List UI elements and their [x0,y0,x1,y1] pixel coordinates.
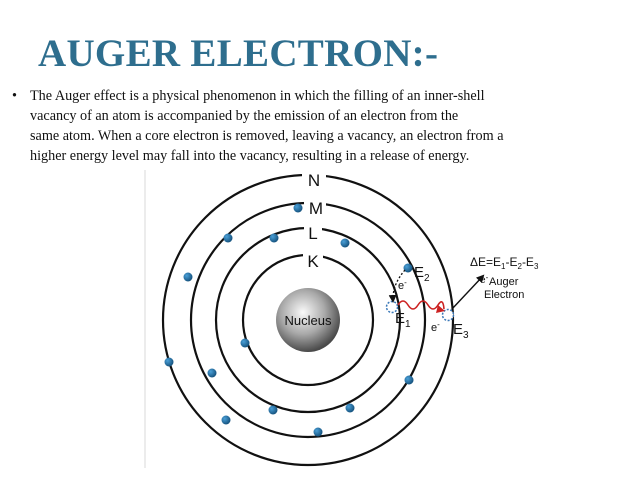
shell-label-m: M [309,199,323,218]
vacancy-e3 [441,308,455,322]
electron [313,427,323,437]
energy-formula: ΔE=E1-E2-E3 [470,255,539,271]
electron [340,238,350,248]
bullet-symbol: • [12,88,17,104]
bullet-line: same atom. When a core electron is remov… [30,128,504,144]
level-label-e1: E1 [395,310,411,330]
electron [164,357,174,367]
shell-label-l: L [308,224,317,243]
auger-label-line1: Auger [489,276,519,288]
nucleus [276,288,340,352]
electron-mark-inner: e- [398,278,407,292]
bullet-point: • The Auger effect is a physical phenome… [8,86,628,166]
bullet-line: higher energy level may fall into the va… [30,148,470,164]
electron [403,263,413,273]
electron [269,233,279,243]
level-label-e3: E3 [453,321,469,341]
electron [240,338,250,348]
nucleus-label: Nucleus [285,313,332,328]
shell-label-k: K [307,252,319,271]
level-label-e2: E2 [414,264,430,284]
electron [207,368,217,378]
electron [221,415,231,425]
electron [404,375,414,385]
electron [293,203,303,213]
shell-label-n: N [308,171,320,190]
auger-label-line2: Electron [484,289,524,301]
energy-wave [397,300,445,310]
energy-wave-arrowhead [436,305,445,313]
bullet-line: The Auger effect is a physical phenomeno… [30,88,485,104]
bullet-text: The Auger effect is a physical phenomeno… [30,86,628,166]
bullet-line: vacancy of an atom is accompanied by the… [30,108,459,124]
emission-arrow [451,274,485,310]
slide-title: AUGER ELECTRON:- [38,32,439,75]
electron [268,405,278,415]
electron-mark-outer: e- [431,320,440,334]
auger-electron-mark: e- [480,273,489,286]
electron [183,272,193,282]
electron [223,233,233,243]
electron [345,403,355,413]
